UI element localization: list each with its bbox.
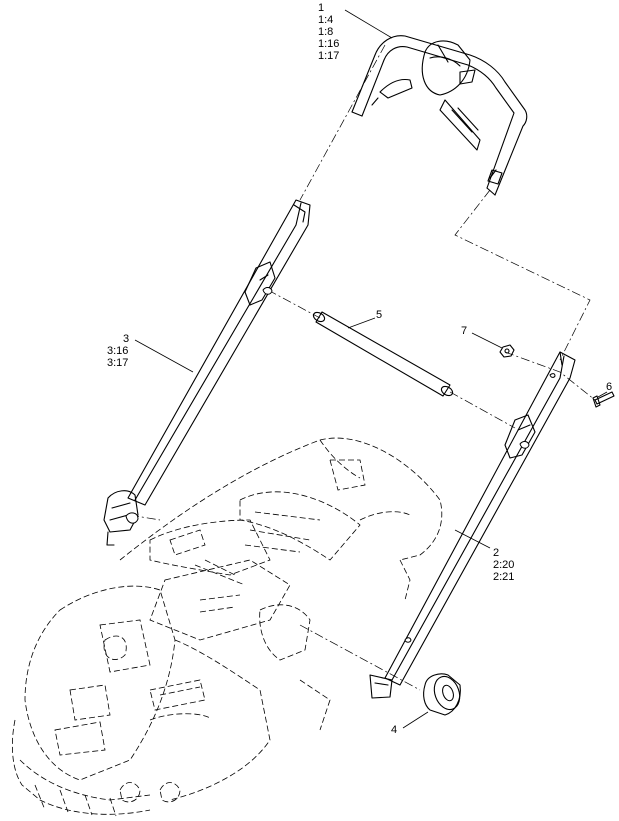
leader-1 — [344, 9, 393, 39]
nut — [499, 344, 515, 358]
callout-2-line-2: 2:20 — [493, 559, 514, 571]
leader-2 — [454, 529, 491, 549]
leader-3 — [134, 339, 194, 373]
callout-1-line-4: 1:16 — [318, 38, 339, 50]
callout-3-line-2: 3:16 — [107, 345, 128, 357]
left-lower-handle — [103, 199, 311, 546]
leader-6 — [597, 391, 608, 398]
right-lower-handle — [369, 351, 576, 699]
callout-1-line-1: 1 — [318, 2, 324, 14]
callout-1-line-2: 1:4 — [318, 14, 333, 26]
callout-2-line-3: 2:21 — [493, 571, 514, 583]
callout-4: 4 — [391, 724, 397, 736]
leader-5 — [347, 317, 376, 329]
leader-4 — [402, 711, 429, 729]
callout-1-line-3: 1:8 — [318, 26, 333, 38]
crossbar-tube — [312, 311, 454, 397]
leader-lines — [134, 9, 608, 729]
callout-5: 5 — [376, 309, 382, 321]
mower-deck-ghost — [11, 437, 443, 817]
callout-7: 7 — [461, 325, 467, 337]
handle-stop — [423, 673, 461, 716]
callout-3-line-1: 3 — [123, 333, 129, 345]
callout-1: 1 1:4 1:8 1:16 1:17 — [318, 2, 339, 62]
upper-handle-assembly — [351, 35, 528, 196]
bolt — [592, 391, 615, 408]
callout-2: 2 2:20 2:21 — [493, 547, 514, 583]
callout-3-line-3: 3:17 — [107, 357, 128, 369]
callout-6: 6 — [606, 381, 612, 393]
callout-3: 3 3:16 3:17 — [107, 333, 129, 369]
callout-1-line-5: 1:17 — [318, 50, 339, 62]
leader-7 — [471, 332, 503, 349]
assembly-phantom-lines — [129, 44, 596, 691]
callout-2-line-1: 2 — [493, 547, 499, 559]
